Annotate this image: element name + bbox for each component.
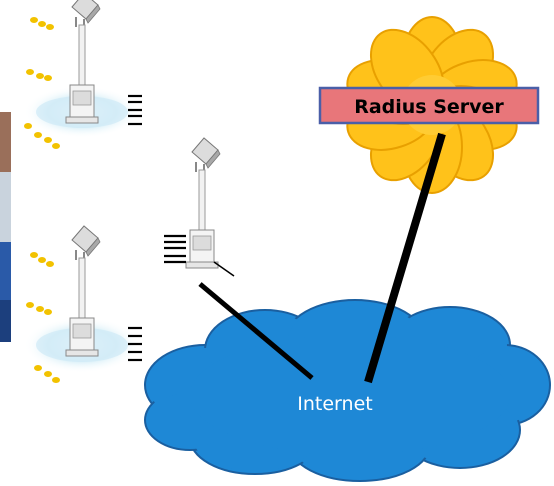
internet-cloud xyxy=(144,299,551,482)
link-ap-to-internet xyxy=(198,282,314,380)
radius-server-label: Radius Server xyxy=(354,96,504,118)
link-server-to-internet xyxy=(364,132,446,384)
building-photo-edge xyxy=(0,112,11,342)
radius-server-node: Radius Server xyxy=(318,86,540,125)
access-point-bottom-left-icon xyxy=(24,225,142,383)
access-point-top-left-icon xyxy=(24,0,142,149)
internet-label: Internet xyxy=(297,393,372,415)
access-point-middle-icon xyxy=(164,137,235,277)
